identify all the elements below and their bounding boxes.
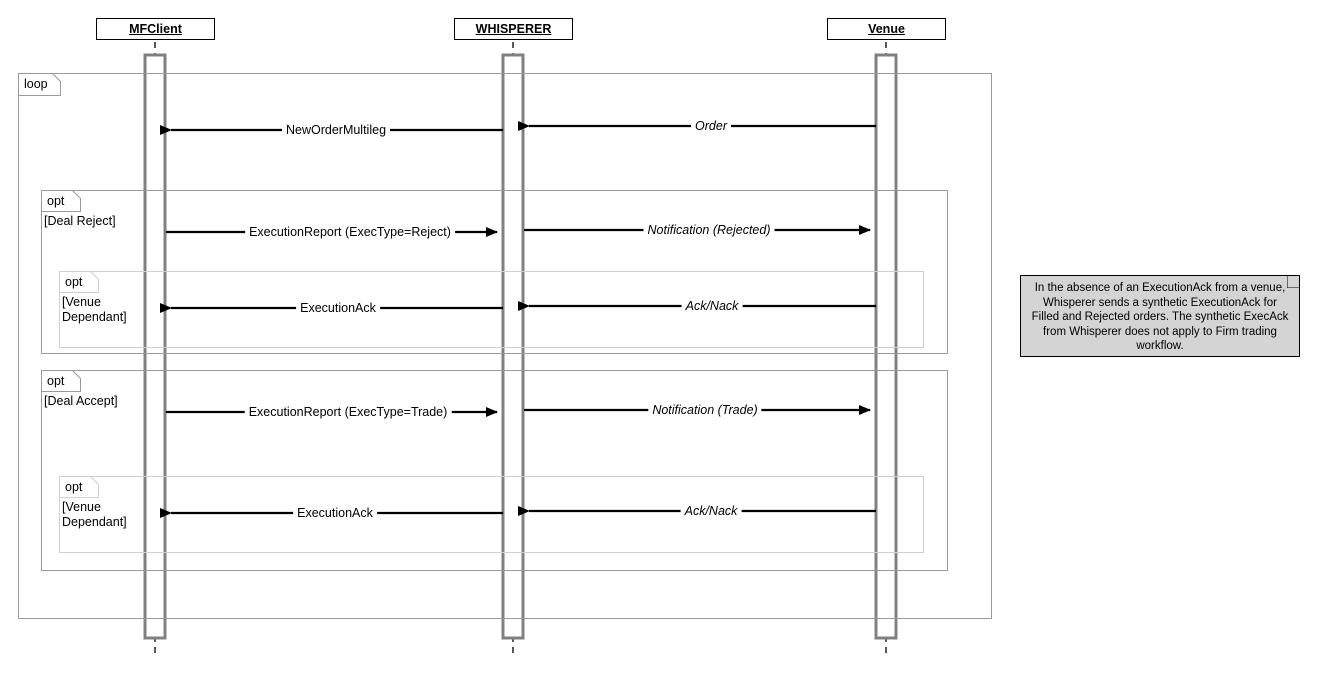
message-label-notification-rejected: Notification (Rejected) bbox=[643, 223, 775, 237]
fragment-opt-deal-reject-border bbox=[41, 190, 948, 354]
fragment-guard-deal-reject: [Deal Reject] bbox=[44, 214, 116, 228]
fragment-loop-outer-border bbox=[18, 73, 992, 619]
message-label-acknack-2: Ack/Nack bbox=[680, 504, 742, 518]
lifeline-head-whisperer[interactable]: WHISPERER bbox=[454, 18, 573, 40]
fragment-label-opt-venue-dependant-1: opt bbox=[65, 275, 83, 289]
message-label-execreport-reject: ExecutionReport (ExecType=Reject) bbox=[245, 225, 455, 239]
activation-bars bbox=[143, 53, 898, 640]
message-label-notification-trade: Notification (Trade) bbox=[648, 403, 762, 417]
fragment-opt-venue-dep-2-tag bbox=[59, 476, 99, 498]
fragment-label-opt-venue-dependant-2: opt bbox=[65, 480, 83, 494]
message-label-order: Order bbox=[691, 119, 731, 133]
fragment-label-opt-deal-reject: opt bbox=[47, 194, 65, 208]
activation-bar-mfclient bbox=[143, 53, 167, 640]
message-label-acknack-1: Ack/Nack bbox=[681, 299, 743, 313]
fragment-opt-venue-dep-1-tag bbox=[59, 271, 99, 293]
fragment-opt-venue-dep-2-border bbox=[59, 476, 924, 553]
fragment-guard-venue-dependant-2: [Venue Dependant] bbox=[62, 500, 127, 529]
message-label-execack-2: ExecutionAck bbox=[293, 506, 377, 520]
fragment-label-opt-deal-accept: opt bbox=[47, 374, 65, 388]
activation-bar-venue bbox=[874, 53, 898, 640]
message-label-execreport-trade: ExecutionReport (ExecType=Trade) bbox=[244, 405, 452, 419]
note-text: In the absence of an ExecutionAck from a… bbox=[1031, 282, 1289, 352]
fragment-guard-deal-accept: [Deal Accept] bbox=[44, 394, 118, 408]
fragment-opt-deal-accept-border bbox=[41, 370, 948, 571]
fragment-loop-outer-tag bbox=[18, 73, 61, 96]
lifeline-head-mfclient[interactable]: MFClient bbox=[96, 18, 215, 40]
message-label-neworder-multileg: NewOrderMultileg bbox=[281, 123, 391, 137]
lifeline-head-venue[interactable]: Venue bbox=[827, 18, 946, 40]
fragment-opt-deal-accept-tag bbox=[41, 370, 81, 392]
fragment-guard-venue-dependant-1: [Venue Dependant] bbox=[62, 295, 127, 324]
fragment-opt-venue-dep-1-border bbox=[59, 271, 924, 348]
activation-bar-whisperer bbox=[501, 53, 525, 640]
fragment-label-loop: loop bbox=[24, 77, 48, 91]
fragment-opt-deal-reject-tag bbox=[41, 190, 81, 212]
note-fold-corner bbox=[1287, 276, 1299, 288]
message-label-execack-1: ExecutionAck bbox=[296, 301, 380, 315]
note-synthetic-execack: In the absence of an ExecutionAck from a… bbox=[1020, 275, 1300, 357]
